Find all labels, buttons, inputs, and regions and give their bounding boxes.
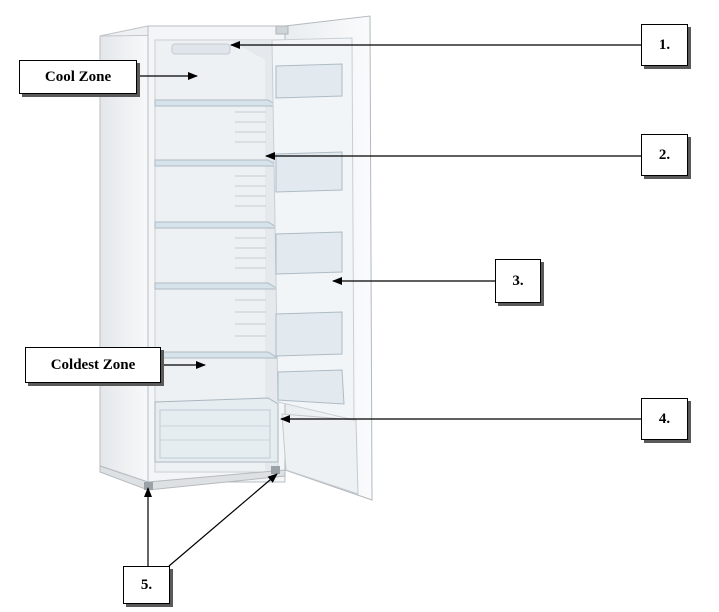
door-balcony-2 bbox=[275, 151, 343, 193]
door-balcony-3 bbox=[275, 231, 343, 275]
callout-5: 5. bbox=[123, 566, 170, 604]
callout-3: 3. bbox=[495, 259, 541, 303]
shelf-1 bbox=[154, 99, 280, 107]
label-cool-zone: Cool Zone bbox=[19, 60, 137, 94]
shelf-3 bbox=[154, 221, 280, 229]
arrow-5b bbox=[168, 473, 278, 567]
shelf-rails bbox=[235, 111, 266, 337]
callout-4: 4. bbox=[641, 398, 688, 440]
interior-light bbox=[171, 43, 231, 55]
door-balcony-4 bbox=[275, 311, 343, 357]
shelf-4 bbox=[154, 282, 280, 290]
door-hinge-top bbox=[275, 25, 289, 35]
door-balconies bbox=[275, 63, 345, 405]
door-gasket bbox=[281, 413, 359, 495]
callout-1: 1. bbox=[641, 24, 688, 66]
hinge-adjustable-foot bbox=[271, 466, 280, 474]
fridge-side-panel bbox=[99, 25, 149, 483]
callout-2: 2. bbox=[641, 134, 688, 176]
crisper-drawer bbox=[154, 397, 279, 463]
label-coldest-zone: Coldest Zone bbox=[25, 347, 161, 383]
interior-side-wall bbox=[230, 40, 278, 472]
shelf-2 bbox=[154, 159, 280, 167]
door-balcony-1 bbox=[275, 63, 343, 99]
shelf-5 bbox=[154, 351, 280, 359]
callout-arrows bbox=[139, 41, 641, 567]
front-adjustable-foot bbox=[144, 482, 153, 490]
door-balcony-5 bbox=[277, 369, 345, 405]
